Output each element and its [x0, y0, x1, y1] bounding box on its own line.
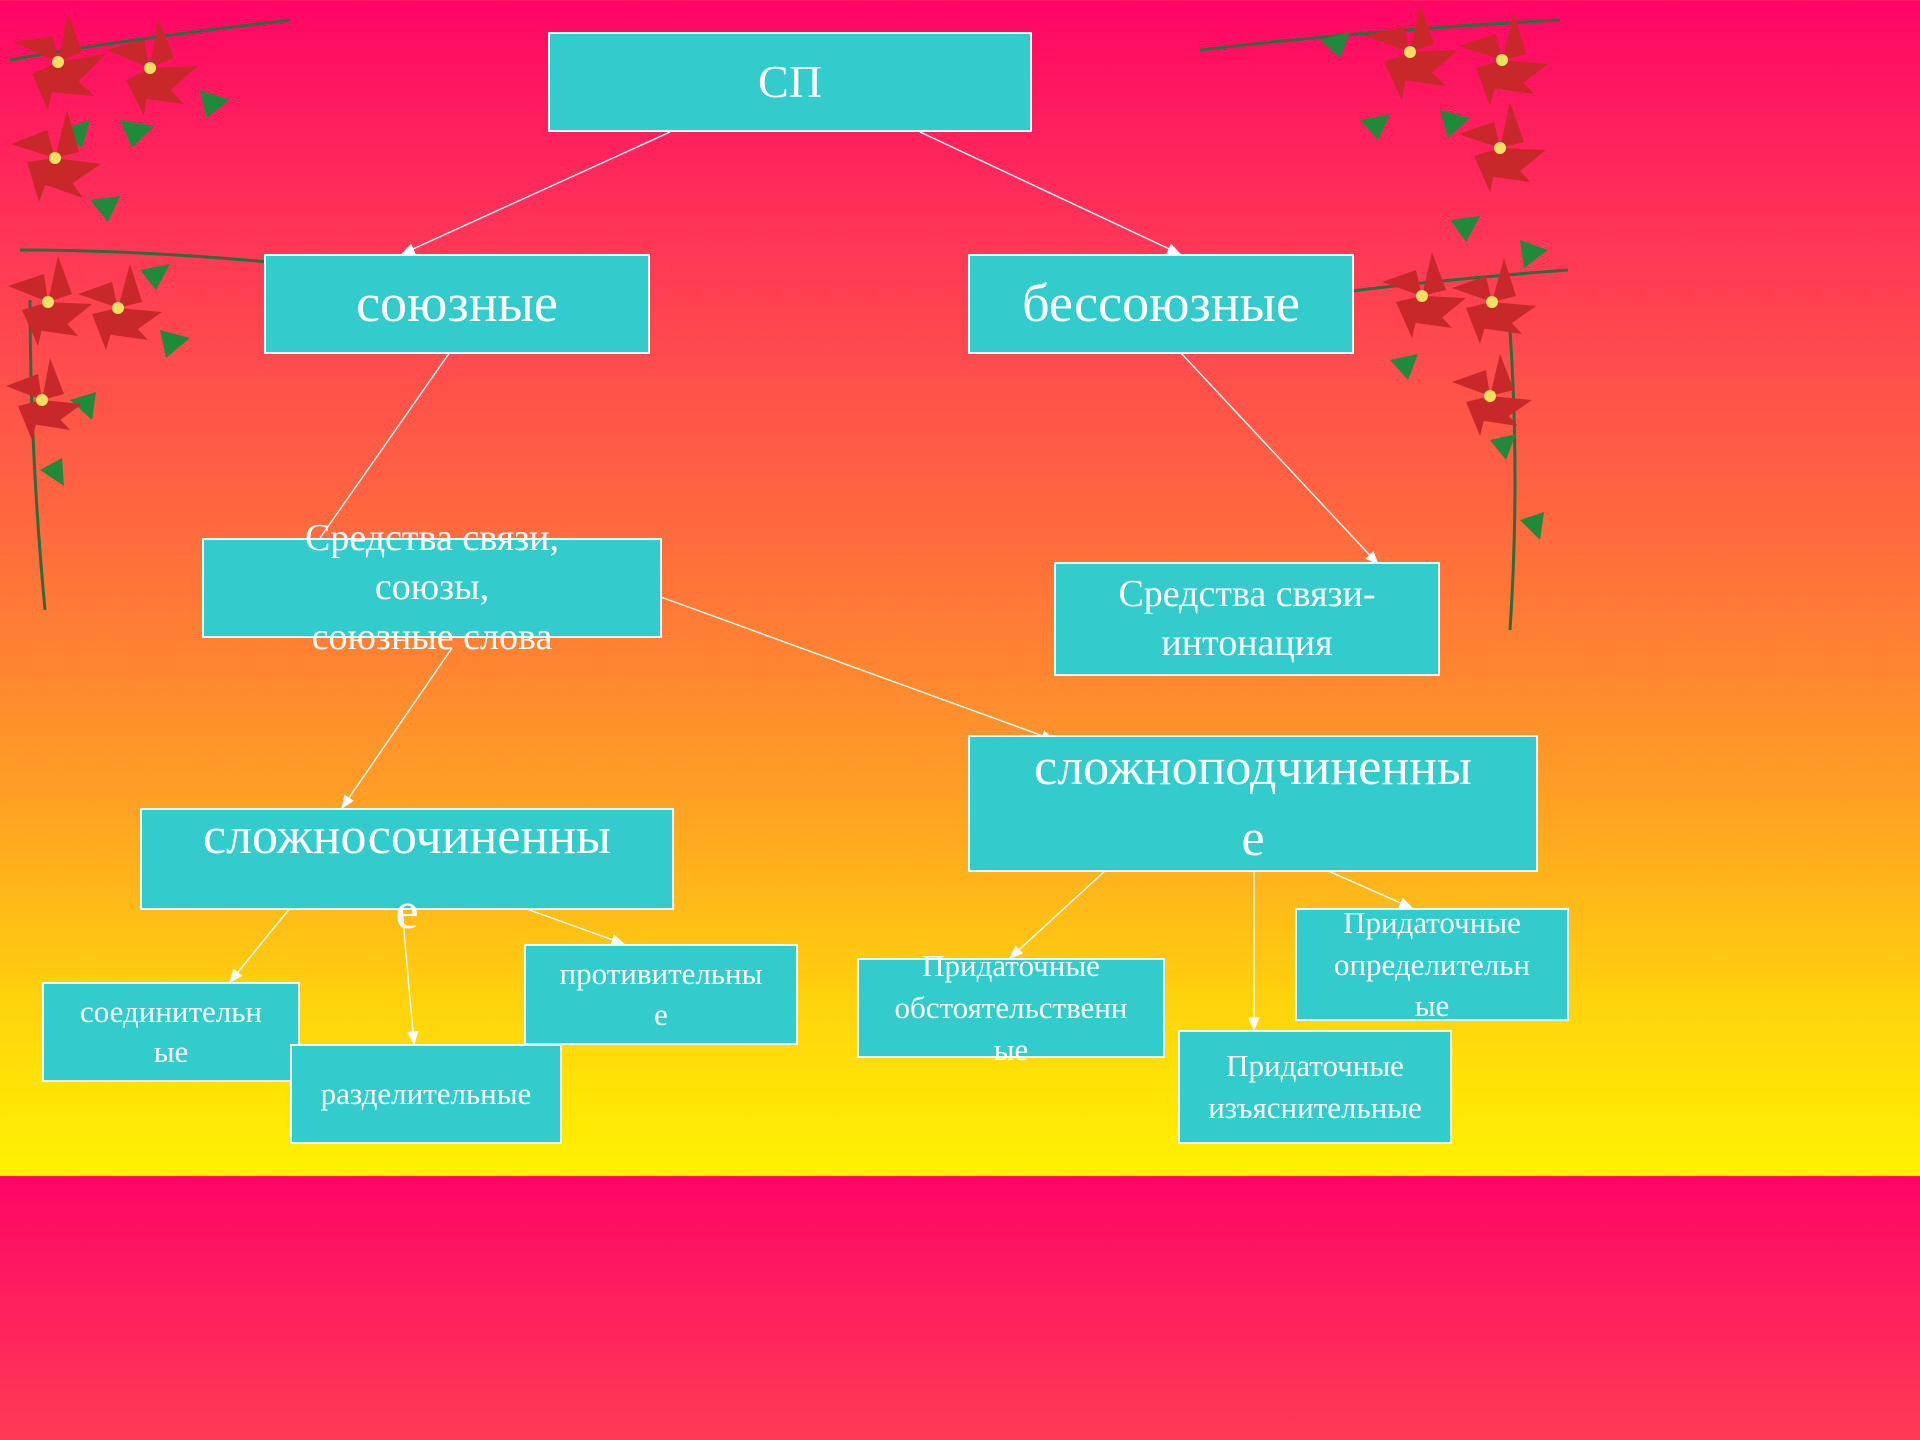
node-complex-label: сложноподчиненны е — [1034, 739, 1472, 867]
poinsettia-garland-left-icon — [6, 12, 300, 611]
connector-lines — [229, 131, 1414, 1046]
node-nonunion-label: бессоюзные — [1022, 273, 1300, 334]
node-adverbial: Придаточные обстоятельственн ые — [857, 948, 1165, 1067]
node-connective-label: соединительн ые — [79, 993, 263, 1069]
edge-nonunion-means — [1179, 351, 1379, 566]
node-union-means-label: Средства связи, союзы, союзные слова — [305, 516, 559, 658]
node-complex: сложноподчиненны е — [968, 735, 1538, 872]
edge-means-compound — [341, 647, 453, 810]
node-adversative: противительны е — [524, 944, 798, 1045]
node-union-means: Средства связи, союзы, союзные слова — [202, 517, 662, 658]
node-nonunion: бессоюзные — [968, 254, 1354, 354]
node-compound: сложносочиненны е — [140, 808, 674, 940]
poinsettia-garland-right-icon — [1199, 4, 1568, 631]
node-connective: соединительн ые — [42, 982, 300, 1082]
edge-complex-adverbial — [1008, 869, 1107, 959]
edge-means-complex — [635, 587, 1056, 741]
edge-compound-disjunctive — [401, 907, 419, 1046]
node-adversative-label: противительны е — [559, 956, 763, 1032]
edge-complex-attributive — [1325, 869, 1414, 909]
node-explanatory: Придаточные изъяснительные — [1178, 1030, 1452, 1144]
edge-compound-connective — [229, 907, 291, 984]
node-root: СП — [548, 32, 1032, 132]
node-nonunion-means: Средства связи- интонация — [1054, 562, 1440, 676]
edge-root-union — [400, 131, 671, 255]
node-adverbial-label: Придаточные обстоятельственн ые — [894, 948, 1128, 1067]
node-root-label: СП — [758, 55, 822, 107]
node-explanatory-label: Придаточные изъяснительные — [1208, 1048, 1422, 1125]
node-attributive-label: Придаточные определительн ые — [1333, 904, 1531, 1024]
node-union-label: союзные — [356, 273, 558, 334]
edge-union-means — [319, 351, 451, 539]
edge-root-nonunion — [919, 131, 1182, 255]
node-disjunctive: разделительные — [290, 1044, 562, 1144]
node-disjunctive-label: разделительные — [320, 1075, 532, 1111]
node-attributive: Придаточные определительн ые — [1295, 905, 1569, 1023]
node-compound-label: сложносочиненны е — [202, 807, 611, 940]
edge-compound-adversative — [523, 907, 626, 946]
node-nonunion-means-label: Средства связи- интонация — [1118, 572, 1376, 664]
node-union: союзные — [264, 254, 650, 354]
